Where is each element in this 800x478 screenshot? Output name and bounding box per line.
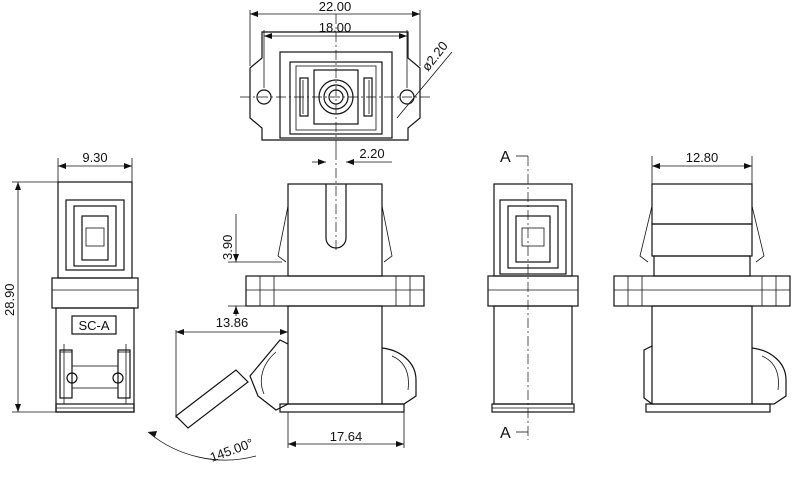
dim-overall-height: 28.90 <box>2 283 17 316</box>
front-view: SC-A 9.30 28.90 <box>2 150 139 413</box>
dim-top-overall-width: 22.00 <box>319 0 352 14</box>
dim-base-width: 17.64 <box>330 429 363 444</box>
side-view: 2.20 3.90 13.86 145.00° 17.64 <box>147 146 425 465</box>
section-label-bottom: A <box>500 425 511 442</box>
right-view: 12.80 <box>613 150 791 413</box>
dim-slot-width: 2.20 <box>359 146 384 161</box>
dim-hole-diameter: ø2.20 <box>419 38 451 73</box>
dim-shutter-reach: 13.86 <box>216 315 249 330</box>
dim-front-width: 9.30 <box>82 150 107 165</box>
dim-top-inner-width: 18.00 <box>319 20 352 35</box>
model-label: SC-A <box>78 318 109 333</box>
section-label-top: A <box>500 149 511 166</box>
top-view: 22.00 18.00 ø2.20 <box>240 0 453 152</box>
dim-right-width: 12.80 <box>686 150 719 165</box>
section-view: A A <box>487 149 579 442</box>
dim-slot-depth: 3.90 <box>220 235 235 260</box>
dim-shutter-angle: 145.00° <box>208 435 255 464</box>
